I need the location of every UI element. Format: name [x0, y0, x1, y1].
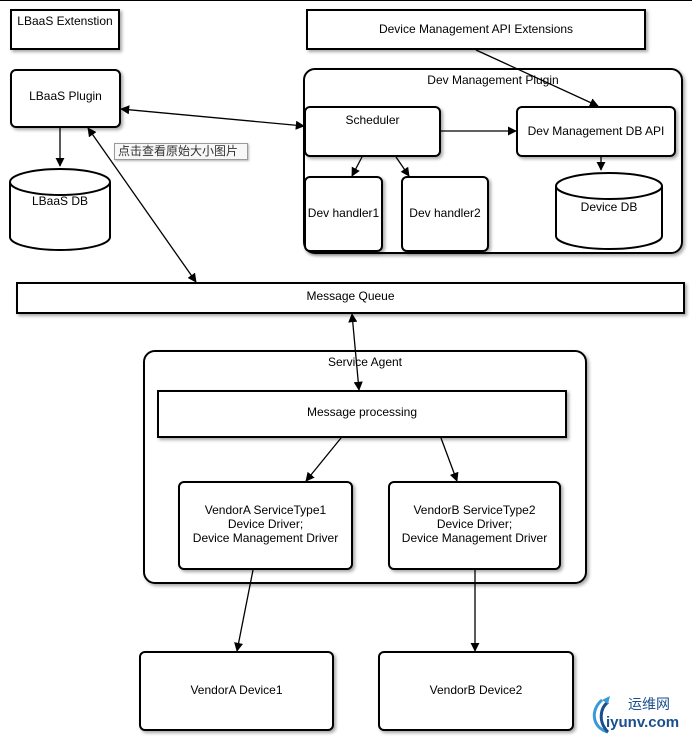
- dev-mgmt-plugin-label: Dev Management Plugin: [427, 73, 559, 87]
- vendor-b-device-label: VendorB Device2: [429, 683, 523, 697]
- vendor-a-driver-text: VendorA ServiceType1 Device Driver; Devi…: [180, 503, 351, 545]
- vendor-b-driver-box: VendorB ServiceType2 Device Driver; Devi…: [388, 481, 561, 570]
- watermark-domain-text: iyunv.com: [606, 714, 680, 731]
- lbaas-plugin-label: LBaaS Plugin: [29, 89, 102, 103]
- lbaas-extension-label: LBaaS Extenstion: [17, 14, 113, 28]
- device-db-cylinder: [555, 172, 663, 250]
- dev-mgmt-db-api-label: Dev Management DB API: [527, 124, 665, 138]
- device-db-label: Device DB: [580, 200, 638, 214]
- message-processing-label: Message processing: [306, 405, 418, 419]
- top-border: [0, 0, 692, 1]
- message-queue-label: Message Queue: [306, 289, 395, 303]
- arrow-queue-msgproc: [348, 313, 363, 391]
- watermark-logo-icon: [592, 696, 610, 734]
- arrow-apiext-to-dbapi: [475, 49, 599, 107]
- vendor-a-driver-line2: Device Driver;: [227, 517, 304, 531]
- dev-handler2-box: Dev handler2: [401, 176, 489, 252]
- arrow-msgproc-to-driverA: [305, 437, 342, 482]
- device-mgmt-api-ext-box: Device Management API Extensions: [306, 9, 646, 50]
- arrow-plugin-scheduler: [120, 105, 305, 130]
- vendor-a-device-box: VendorA Device1: [139, 651, 334, 731]
- message-queue-box: Message Queue: [16, 282, 685, 314]
- dev-handler2-label: Dev handler2: [409, 206, 481, 220]
- view-original-tooltip[interactable]: 点击查看原始大小图片: [114, 143, 248, 160]
- service-agent-container: Service Agent: [143, 350, 587, 584]
- arrow-scheduler-to-handler1: [351, 156, 363, 177]
- dev-handler1-label: Dev handler1: [307, 206, 380, 220]
- scheduler-box: Scheduler: [304, 106, 441, 157]
- vendor-a-driver-line3: Device Management Driver: [192, 531, 339, 545]
- vendor-a-device-label: VendorA Device1: [190, 683, 283, 697]
- vendor-a-driver-line1: VendorA ServiceType1: [204, 503, 327, 517]
- lbaas-db-label: LBaaS DB: [31, 194, 89, 208]
- scheduler-label: Scheduler: [345, 113, 400, 127]
- vendor-b-driver-line2: Device Driver;: [436, 517, 513, 531]
- arrow-scheduler-to-handler2: [395, 156, 410, 177]
- vendor-a-driver-box: VendorA ServiceType1 Device Driver; Devi…: [178, 481, 353, 570]
- dev-mgmt-plugin-container: Dev Management Plugin: [303, 68, 683, 254]
- lbaas-plugin-box: LBaaS Plugin: [10, 69, 121, 128]
- site-watermark: 运维网 iyunv.com: [588, 692, 690, 738]
- device-mgmt-api-ext-label: Device Management API Extensions: [378, 22, 574, 36]
- watermark-cn-text: 运维网: [628, 697, 670, 713]
- arrow-plugin-queue: [87, 127, 197, 283]
- service-agent-label: Service Agent: [327, 355, 403, 369]
- vendor-b-driver-line1: VendorB ServiceType2: [413, 503, 536, 517]
- vendor-b-driver-line3: Device Management Driver: [401, 531, 548, 545]
- vendor-b-driver-text: VendorB ServiceType2 Device Driver; Devi…: [390, 503, 559, 545]
- lbaas-extension-box: LBaaS Extenstion: [10, 9, 120, 50]
- vendor-b-device-box: VendorB Device2: [378, 651, 574, 731]
- dev-handler1-box: Dev handler1: [304, 176, 383, 252]
- message-processing-box: Message processing: [157, 390, 567, 438]
- dev-mgmt-db-api-box: Dev Management DB API: [516, 106, 676, 157]
- arrow-msgproc-to-driverB: [440, 437, 459, 482]
- lbaas-db-cylinder: [9, 168, 111, 251]
